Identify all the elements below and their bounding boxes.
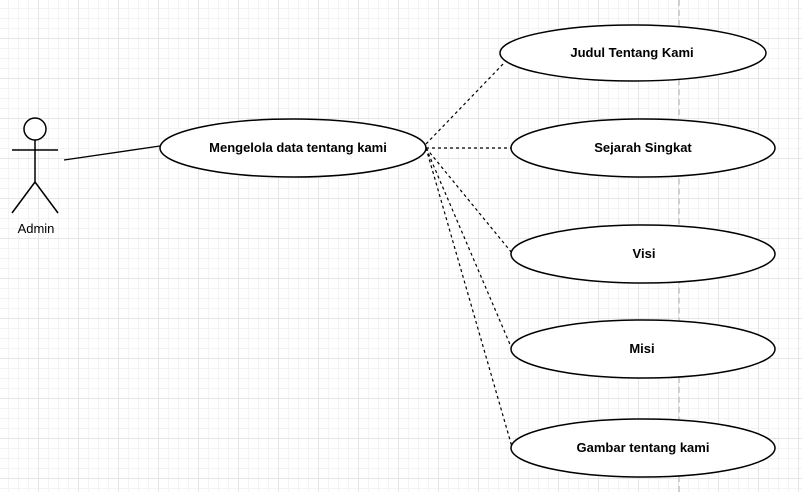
actor-label: Admin [18,221,55,236]
use-case-judul-label: Judul Tentang Kami [570,45,693,60]
use-case-main[interactable]: Mengelola data tentang kami [159,118,427,178]
use-case-gambar[interactable]: Gambar tentang kami [510,418,776,478]
use-case-visi-shape [510,224,776,284]
use-case-main-shape [159,118,427,178]
link-misi [425,147,513,350]
use-case-main-label: Mengelola data tentang kami [209,140,387,155]
use-case-gambar-shape [510,418,776,478]
use-case-sejarah[interactable]: Sejarah Singkat [510,118,776,178]
use-case-judul-shape [499,24,767,82]
use-case-visi[interactable]: Visi [510,224,776,284]
use-case-gambar-label: Gambar tentang kami [577,440,710,455]
link-visi [425,147,513,254]
use-case-misi[interactable]: Misi [510,319,776,379]
use-case-sejarah-label: Sejarah Singkat [594,140,692,155]
actor-head [23,117,47,141]
use-case-judul[interactable]: Judul Tentang Kami [499,24,767,82]
link-gambar [425,147,513,448]
use-case-visi-label: Visi [633,246,656,261]
link-judul [425,61,506,145]
actor-admin[interactable]: Admin [11,117,59,236]
use-case-misi-label: Misi [629,341,654,356]
actor-right-leg [34,181,59,214]
use-case-misi-shape [510,319,776,379]
actor-left-leg [11,181,36,214]
association-line [63,145,161,161]
include-links [425,61,513,448]
use-case-sejarah-shape [510,118,776,178]
